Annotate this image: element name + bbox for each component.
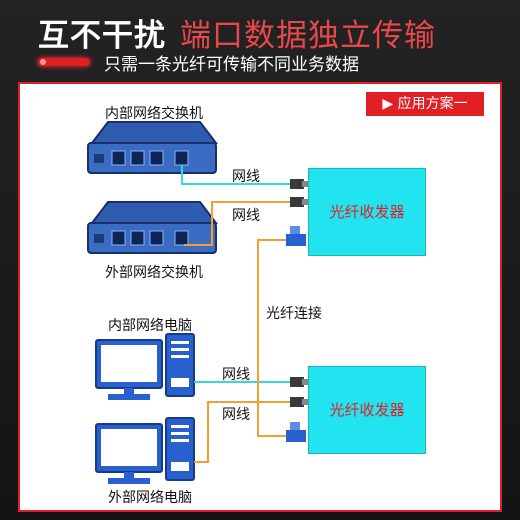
- headline: 互不干扰端口数据独立传输: [38, 10, 436, 55]
- fiber-link-label: 光纤连接: [266, 306, 322, 322]
- inner-pc-icon: [95, 333, 195, 400]
- inner-switch-cable: [181, 165, 292, 185]
- headline-rest: 端口数据独立传输: [180, 18, 436, 54]
- fiber-link: [257, 239, 290, 437]
- scheme-badge: ▶ 应用方案一: [366, 92, 484, 116]
- subtitle: 只需一条光纤可传输不同业务数据: [104, 55, 359, 75]
- cable-label-4: 网线: [222, 407, 250, 423]
- outer-pc-icon: [95, 417, 195, 484]
- connector-icon: [290, 179, 308, 189]
- transceiver-bottom-label: 光纤收发器: [329, 401, 405, 419]
- inner-switch-label: 内部网络交换机: [105, 106, 203, 122]
- transceiver-top-label: 光纤收发器: [329, 203, 405, 221]
- transceiver-bottom: 光纤收发器: [308, 366, 426, 454]
- outer-switch-label: 外部网络交换机: [105, 265, 203, 281]
- cable-label-2: 网线: [232, 208, 260, 224]
- connector-icon: [290, 197, 308, 207]
- inner-pc-label: 内部网络电脑: [108, 318, 192, 334]
- outer-pc-label: 外部网络电脑: [108, 490, 192, 506]
- outer-switch-cable: [184, 201, 294, 246]
- subtitle-accent-bar: [38, 58, 90, 66]
- fiber-connector-icon: [286, 226, 306, 246]
- transceiver-top: 光纤收发器: [308, 168, 426, 256]
- cable-label-1: 网线: [232, 169, 260, 185]
- connector-icon: [290, 377, 308, 387]
- inner-switch-icon: [87, 121, 219, 174]
- fiber-connector-icon: [286, 422, 306, 442]
- cable-label-3: 网线: [222, 367, 250, 383]
- outer-pc-cable: [194, 401, 294, 463]
- subtitle-accent-dot: [40, 59, 46, 65]
- headline-strong: 互不干扰: [38, 18, 166, 54]
- connector-icon: [290, 397, 308, 407]
